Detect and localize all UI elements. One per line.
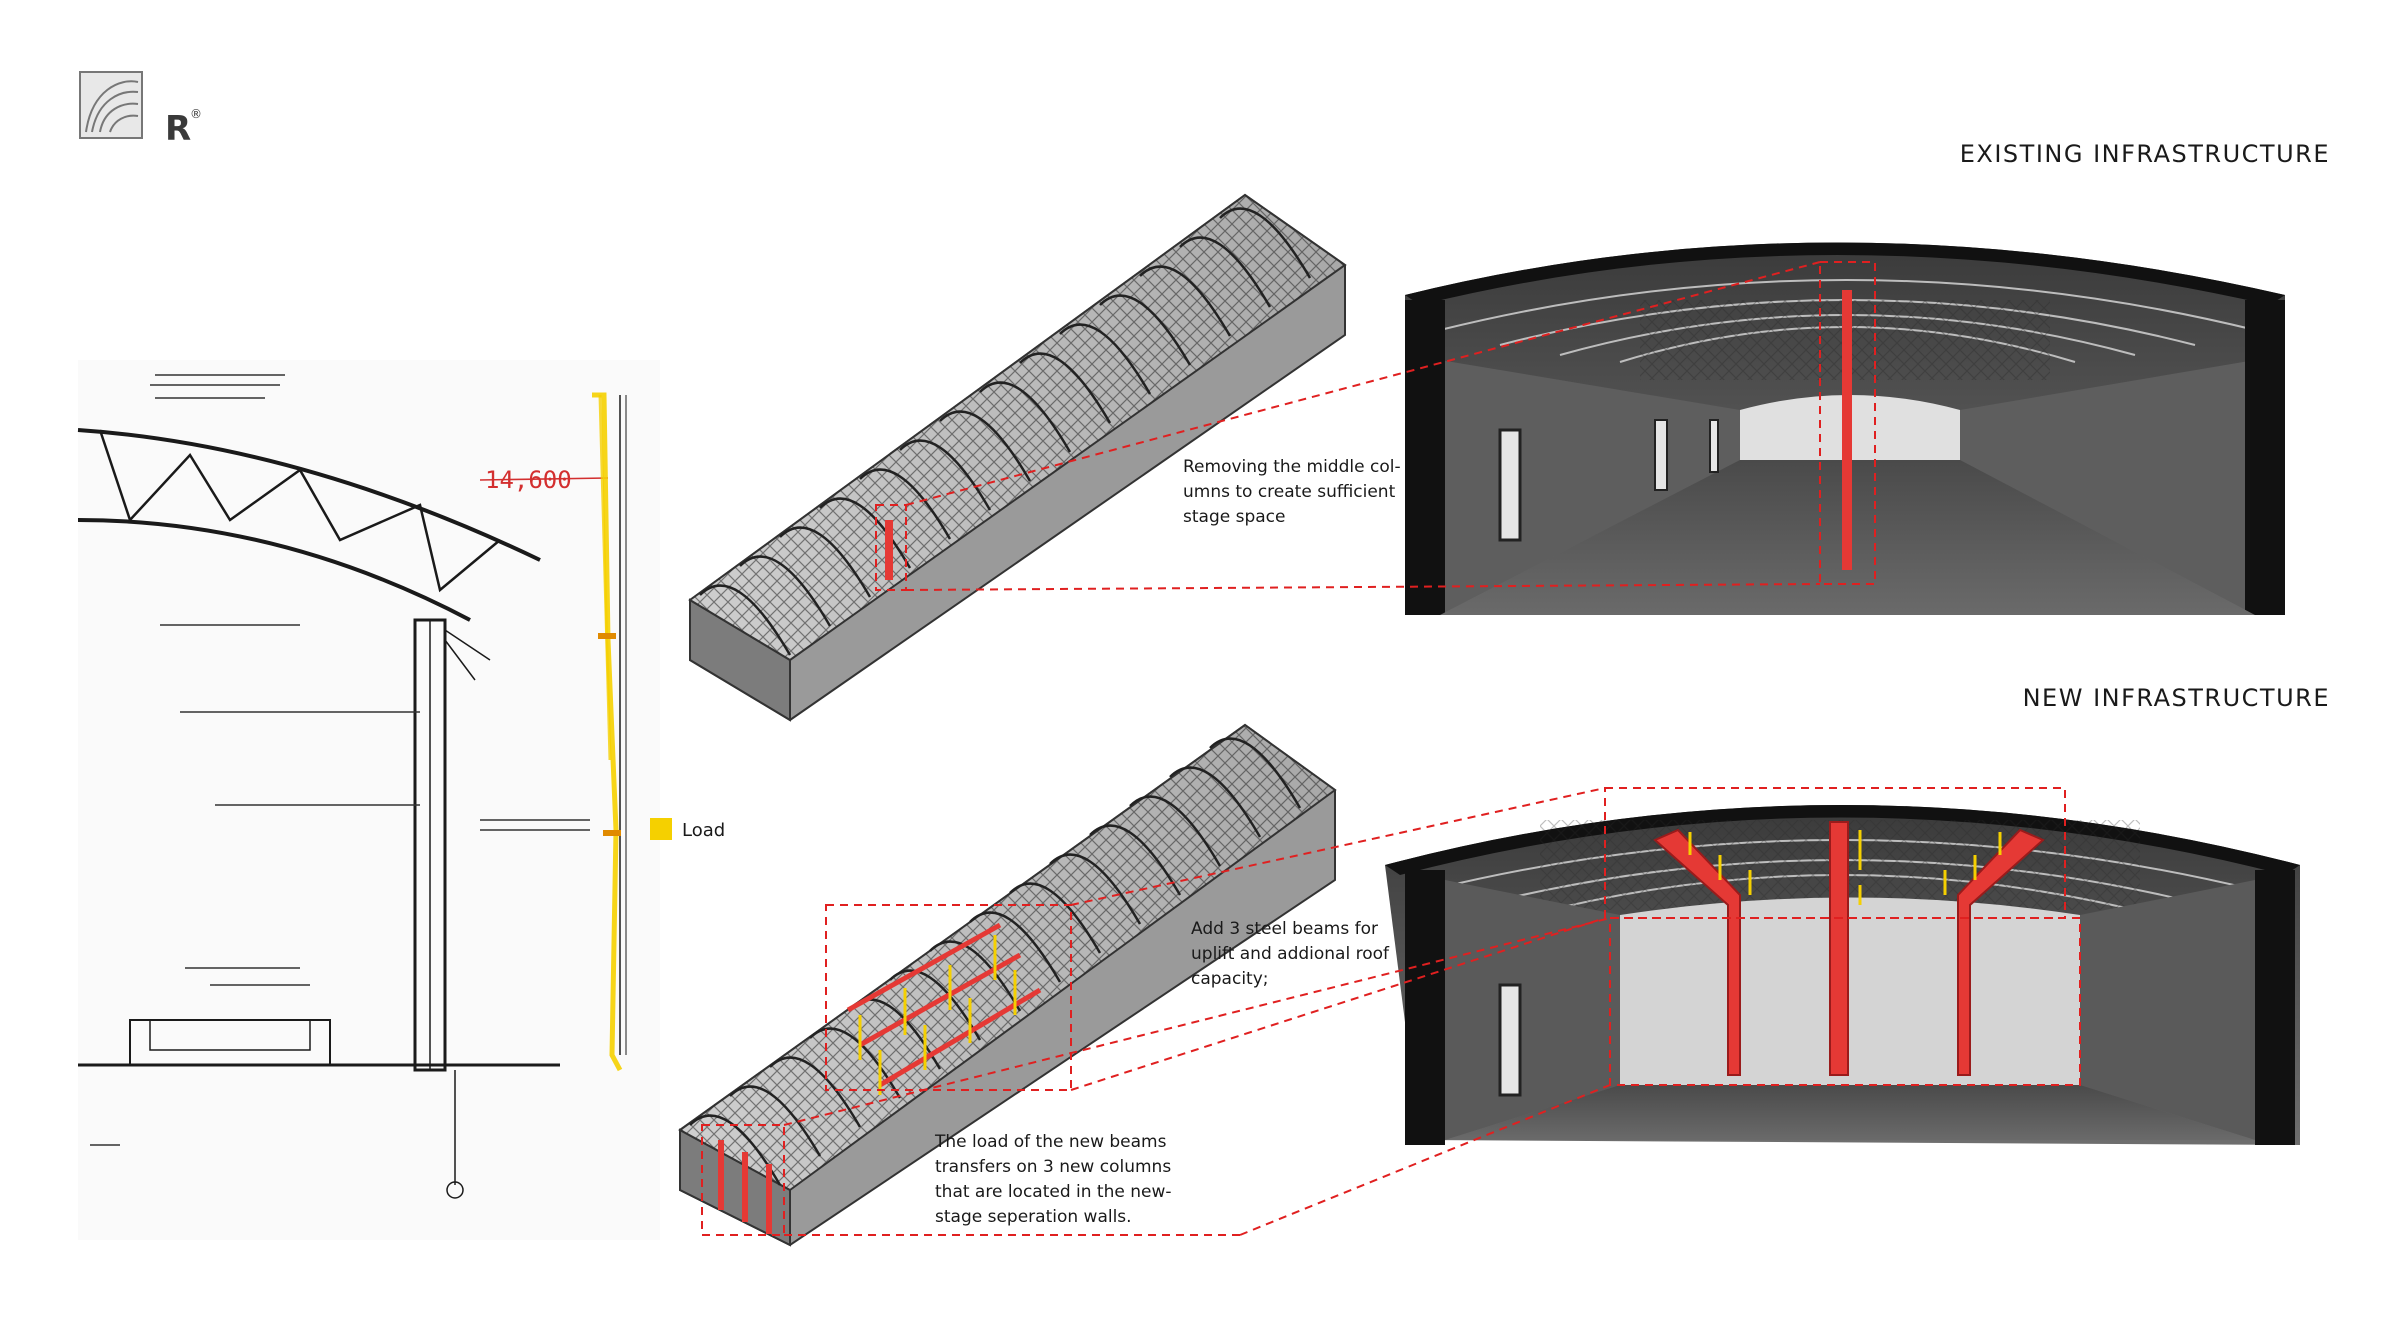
existing-middle-column-marker xyxy=(885,520,893,580)
interior-new xyxy=(1385,805,2300,1145)
interior-existing xyxy=(1405,242,2285,615)
logo-square-icon xyxy=(79,71,143,139)
note-remove-columns: Removing the middle col- umns to create … xyxy=(1183,457,1401,527)
isometric-new xyxy=(678,723,1337,1247)
load-arrows-interior xyxy=(1688,830,2002,905)
note-line: Add 3 steel beams for xyxy=(1191,919,1378,939)
new-steel-beams xyxy=(846,922,1042,1088)
note-load-transfer: The load of the new beams transfers on 3… xyxy=(934,1132,1172,1227)
note-add-beams: Add 3 steel beams for uplift and addiona… xyxy=(1191,919,1390,989)
existing-callout-box-interior xyxy=(1819,261,1876,585)
note-line: stage space xyxy=(1183,507,1285,527)
note-line: Removing the middle col- xyxy=(1183,457,1401,477)
new-callout-box-columns-iso xyxy=(701,1124,785,1236)
note-line: transfers on 3 new columns xyxy=(935,1157,1171,1177)
callout-lines xyxy=(701,261,2081,1236)
new-callout-box-beams-iso xyxy=(825,904,1072,1091)
note-line: capacity; xyxy=(1191,969,1269,989)
note-line: that are located in the new- xyxy=(935,1182,1172,1202)
new-beams-and-columns xyxy=(1653,821,2045,1076)
existing-center-column xyxy=(1842,290,1852,570)
note-line: uplift and addional roof xyxy=(1191,944,1390,964)
note-line: The load of the new beams xyxy=(934,1132,1167,1152)
note-line: umns to create sufficient xyxy=(1183,482,1396,502)
note-line: stage seperation walls. xyxy=(935,1207,1132,1227)
new-column-1 xyxy=(718,1140,724,1210)
new-column-2 xyxy=(742,1152,748,1222)
existing-callout-box-iso xyxy=(875,504,907,591)
existing-infrastructure-title: EXISTING INFRASTRUCTURE xyxy=(1960,140,2330,168)
new-callout-box-columns-interior xyxy=(1609,917,2081,1086)
registered-mark: ® xyxy=(190,107,202,121)
new-column-3 xyxy=(766,1164,772,1234)
load-arrows-iso xyxy=(858,935,1017,1095)
structural-section-sketch: 14,600 Load xyxy=(77,360,725,1240)
new-infrastructure-title: NEW INFRASTRUCTURE xyxy=(2023,684,2330,712)
brand-mark: R xyxy=(165,109,191,149)
isometric-existing xyxy=(688,193,1347,722)
load-legend-label: Load xyxy=(682,820,725,841)
load-legend-swatch xyxy=(650,818,672,840)
brand-logo: R ® xyxy=(79,71,202,149)
